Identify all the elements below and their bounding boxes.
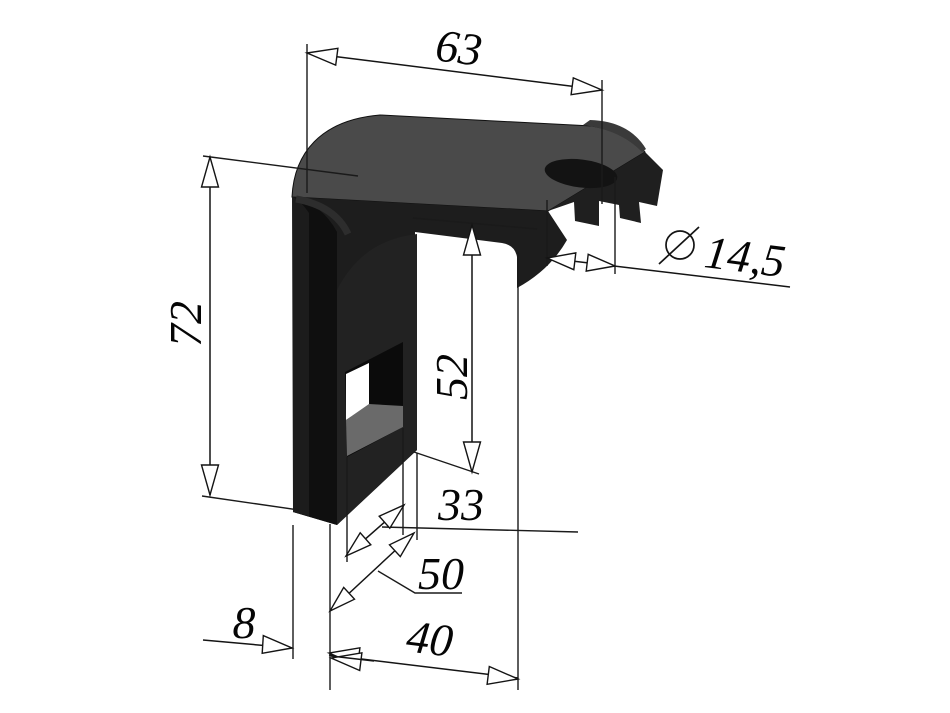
dimension-label: 63 bbox=[433, 19, 485, 75]
arrowhead bbox=[328, 586, 356, 613]
dimension-hole-diameter: 14,5 bbox=[544, 177, 791, 288]
dimension-label: 50 bbox=[418, 548, 464, 599]
window-bottom-wall bbox=[346, 404, 403, 456]
arrowhead bbox=[486, 665, 521, 686]
dimension-50: 50 bbox=[328, 453, 464, 613]
mounting-lug bbox=[548, 152, 663, 226]
arrowhead bbox=[200, 464, 220, 498]
dimension-8: 8 bbox=[202, 525, 375, 662]
mounting-hole bbox=[544, 158, 618, 189]
bracket-part bbox=[291, 114, 663, 525]
arrowhead bbox=[585, 253, 618, 272]
dimension-40: 40 bbox=[326, 252, 521, 690]
window-through-gap bbox=[346, 363, 369, 420]
diameter-symbol-icon bbox=[658, 226, 700, 265]
arrowhead bbox=[388, 531, 416, 558]
bracket-back-corner-shading bbox=[583, 120, 646, 152]
arrowhead bbox=[544, 252, 577, 271]
dimension-tail bbox=[330, 655, 375, 662]
dimension-label: 40 bbox=[404, 611, 456, 667]
dimension-line bbox=[306, 52, 603, 91]
arrowhead bbox=[378, 503, 406, 530]
extension-line bbox=[202, 155, 359, 177]
extension-line bbox=[201, 495, 300, 511]
leader-shelf bbox=[377, 570, 462, 594]
arrowhead bbox=[570, 76, 605, 96]
dimension-63: 63 bbox=[304, 19, 605, 204]
bracket-left-edge-face bbox=[293, 197, 309, 516]
arrowhead bbox=[462, 441, 482, 475]
dimension-52: 52 bbox=[412, 217, 538, 475]
dimension-label: 72 bbox=[160, 301, 211, 347]
arrowhead bbox=[344, 531, 372, 558]
dimension-label: 52 bbox=[426, 354, 477, 400]
dimension-72: 72 bbox=[160, 154, 359, 511]
arrowhead bbox=[261, 634, 295, 655]
dimension-label: 33 bbox=[437, 479, 484, 530]
dimension-label: 8 bbox=[233, 597, 256, 648]
leader-shelf bbox=[381, 526, 579, 533]
bend-fillet-shading bbox=[295, 195, 352, 236]
dimension-label: 14,5 bbox=[702, 226, 788, 287]
arrowhead bbox=[462, 222, 482, 256]
arrowhead bbox=[200, 154, 220, 188]
arrowhead bbox=[304, 47, 339, 67]
dimension-33: 33 bbox=[344, 428, 579, 562]
extension-line bbox=[413, 451, 480, 475]
extension-line bbox=[412, 217, 538, 230]
